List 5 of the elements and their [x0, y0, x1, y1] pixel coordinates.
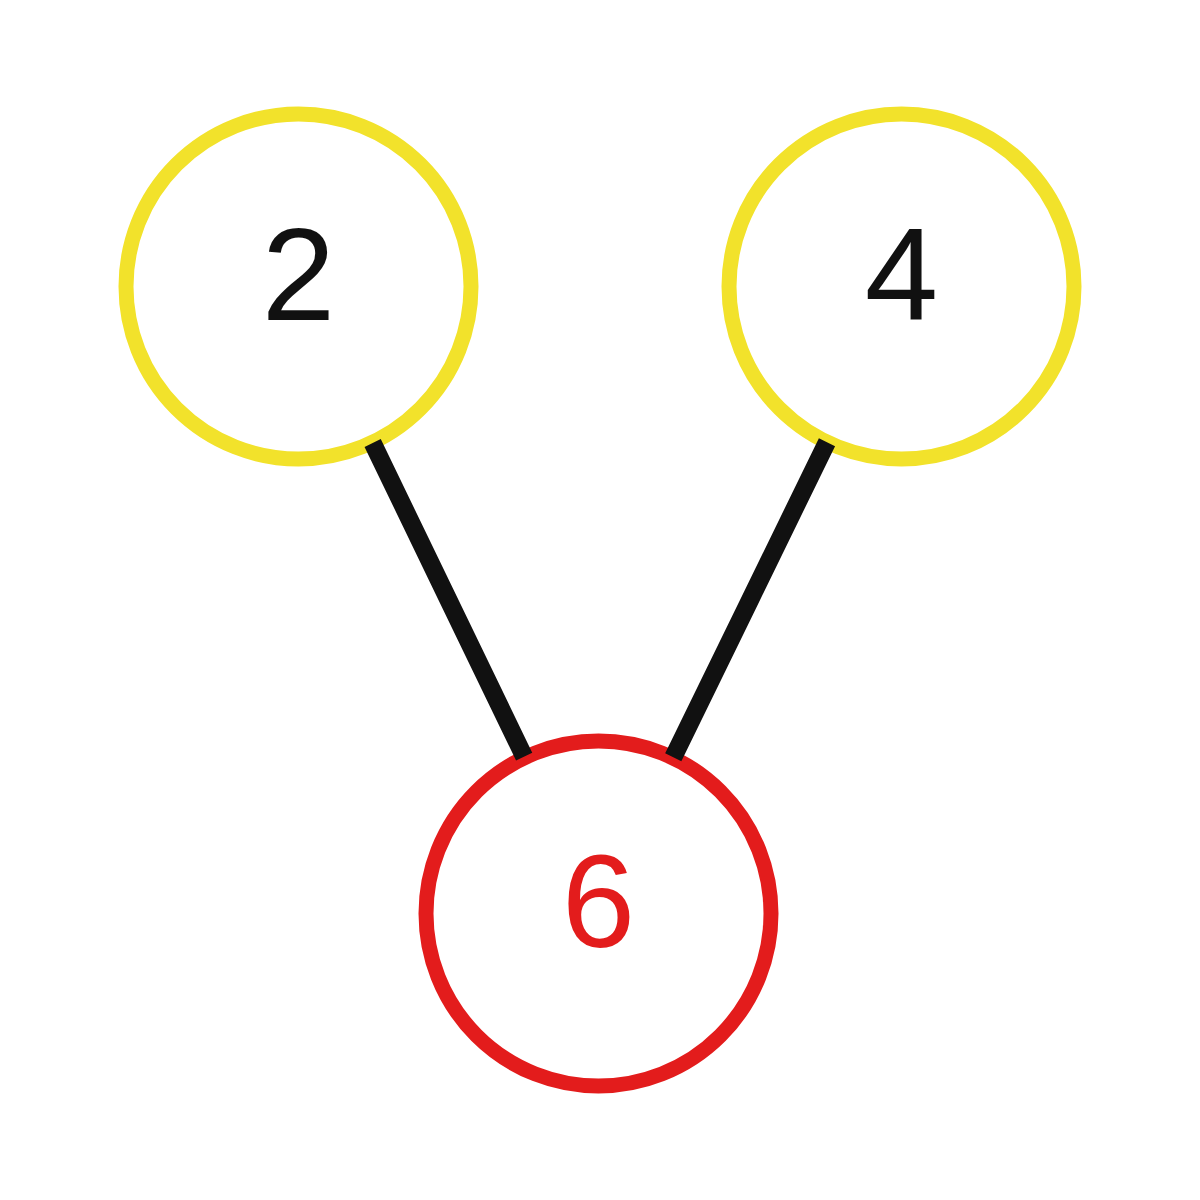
- connector: [364, 439, 533, 761]
- node-circle: 6: [418, 733, 779, 1094]
- node-circle: 4: [721, 106, 1082, 467]
- connector: [665, 438, 836, 762]
- node-circle: 2: [118, 106, 479, 467]
